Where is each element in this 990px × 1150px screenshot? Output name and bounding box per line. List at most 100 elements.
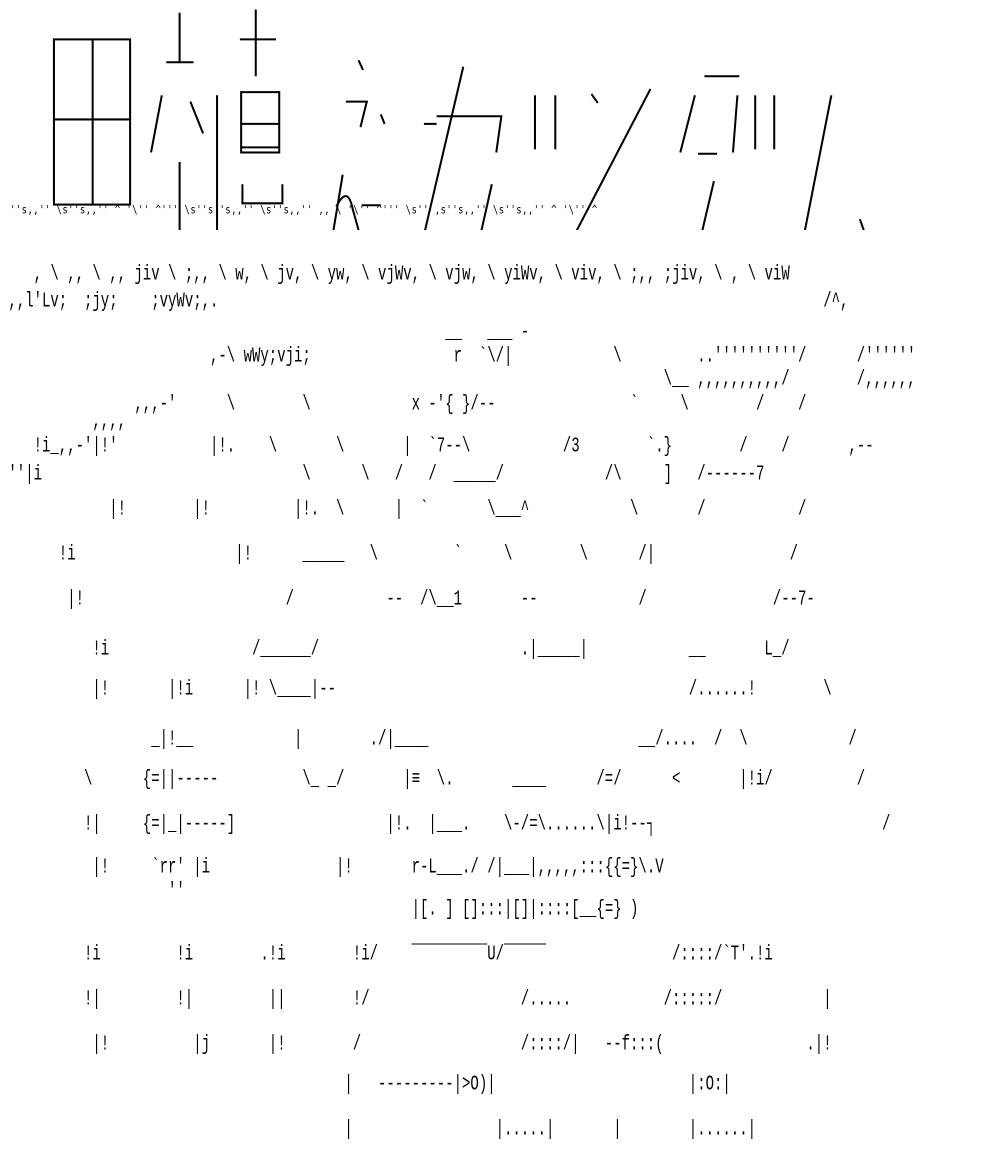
art-line-segment: '': [168, 880, 185, 904]
art-line-segment: /: [739, 435, 748, 459]
art-line-segment: !i_,,-'|!': [33, 435, 118, 459]
art-line-segment: /\: [604, 463, 622, 487]
art-line-segment: .|!: [806, 1033, 832, 1057]
art-line-segment: !|: [176, 988, 194, 1012]
art-line-segment: , \ ,, \ ,, jiv \ ;,, \ w, \ jv, \ yw, \…: [33, 263, 790, 287]
art-line-segment: |!: [243, 678, 261, 702]
art-line-segment: |!.: [294, 498, 320, 522]
art-line-segment: |!: [67, 588, 84, 612]
art-line-segment: \__ ,,,,,,,,,,/: [663, 368, 790, 392]
art-line-segment: .|_____|: [520, 638, 589, 662]
art-line-segment: /: [756, 393, 765, 417]
art-line-segment: |: [344, 1073, 353, 1097]
wave-divider: ''s,,'' \s''s,,'' ^ '\'' ^''' \s''s''s,,…: [10, 204, 598, 218]
art-line-segment: |[. ] []:::|[]|::::[__{=} ): [411, 898, 639, 922]
art-line-segment: /.....: [520, 988, 572, 1012]
art-line-segment: /......!: [688, 678, 757, 702]
art-line-segment: !i: [92, 638, 110, 662]
art-line-segment: \: [504, 543, 513, 567]
art-line-segment: /:::::/: [663, 988, 723, 1012]
art-line-segment: ,,,-': [134, 393, 177, 417]
art-line-segment: !|: [84, 988, 101, 1012]
art-line-segment: |!i/: [739, 768, 773, 792]
art-line-segment: |......|: [688, 1118, 757, 1142]
art-line-segment: \: [613, 345, 622, 369]
art-line-segment: |: [294, 728, 303, 752]
art-line-segment: ||: [268, 988, 286, 1012]
art-line-segment: ''|i: [8, 463, 42, 487]
art-line-segment: .!i: [260, 943, 286, 967]
art-line-segment: ‾‾‾‾‾‾‾‾‾U/‾‾‾‾‾: [411, 943, 547, 967]
art-line-segment: |!: [336, 856, 353, 880]
art-line-segment: !i: [84, 943, 101, 967]
art-line-segment: --: [520, 588, 538, 612]
art-line-segment: /: [848, 728, 857, 752]
art-line-segment: |!: [92, 856, 110, 880]
art-line-segment: |: [403, 435, 412, 459]
art-line-segment: |!.: [210, 435, 236, 459]
art-line-segment: x -'{ }/--: [411, 393, 496, 417]
art-line-segment: /: [789, 543, 798, 567]
art-line-segment: |≡ \.: [403, 768, 454, 792]
art-line-segment: /: [781, 435, 790, 459]
art-line-segment: /: [882, 813, 891, 837]
art-line-segment: _____/: [453, 463, 505, 487]
art-line-segment: |!i: [168, 678, 194, 702]
art-line-segment: __: [688, 638, 706, 662]
art-line-segment: _|!__: [151, 728, 194, 752]
art-line-segment: r `\/|: [453, 345, 513, 369]
art-line-segment: |!: [193, 498, 210, 522]
art-line-segment: |!: [235, 543, 252, 567]
art-line-segment: /--7-: [772, 588, 815, 612]
art-line-segment: /: [697, 498, 706, 522]
art-line-segment: `: [630, 393, 639, 417]
art-line-segment: / \: [714, 728, 748, 752]
art-line-segment: ,,,,: [92, 410, 126, 434]
art-line-segment: |___.: [428, 813, 471, 837]
art-line-segment: /'''''': [856, 345, 916, 369]
art-line-segment: --f:::(: [604, 1033, 664, 1057]
art-line-segment: !i: [176, 943, 194, 967]
art-line-segment: |!: [268, 1033, 286, 1057]
art-line-segment: `7--\: [428, 435, 471, 459]
art-line-segment: /------7: [697, 463, 765, 487]
art-line-segment: \: [579, 543, 588, 567]
art-line-segment: !|: [84, 813, 101, 837]
art-line-segment: \: [823, 678, 832, 702]
art-line-segment: /|: [638, 543, 656, 567]
art-line-segment: /,,,,,,: [856, 368, 916, 392]
art-line-segment: {=||-----: [142, 768, 219, 792]
art-line-segment: \___^: [487, 498, 530, 522]
art-line-segment: !/: [352, 988, 370, 1012]
art-line-segment: |: [823, 988, 832, 1012]
art-line-segment: \: [336, 435, 345, 459]
art-line-segment: __ ___ -: [445, 321, 530, 345]
art-line-segment: /: [856, 768, 866, 792]
art-line-segment: `.}: [646, 435, 673, 459]
art-line-segment: /^,: [823, 290, 849, 314]
art-line-segment: /: [638, 588, 647, 612]
art-line-segment: ,,l'Lv; ;jy; ;vyWv;,.: [8, 290, 219, 314]
art-line-segment: |!: [92, 1033, 110, 1057]
art-line-segment: \: [680, 393, 689, 417]
art-line-segment: ..''''''''''/: [697, 345, 807, 369]
art-line-segment: |: [394, 498, 404, 522]
art-line-segment: --: [386, 588, 404, 612]
art-line-segment: /______/: [252, 638, 320, 662]
art-line-segment: /: [798, 498, 807, 522]
art-line-segment: /: [394, 463, 404, 487]
art-line-segment: \: [336, 498, 345, 522]
art-line-segment: `rr' |i: [151, 856, 210, 880]
art-line-segment: _____: [302, 543, 345, 567]
art-line-segment: \-/=\......\|i!--┐: [504, 813, 656, 837]
art-line-segment: r-L___./ /|___|,,,,,:::{{=}\.V: [411, 856, 664, 880]
art-line-segment: /3: [562, 435, 580, 459]
art-line-segment: \: [226, 393, 236, 417]
art-line-segment: \_ _/: [302, 768, 345, 792]
art-line-segment: |.....|: [495, 1118, 555, 1142]
art-line-segment: ,--: [848, 435, 874, 459]
art-line-segment: ]: [663, 463, 672, 487]
art-line-segment: ---------|>O)|: [378, 1073, 496, 1097]
art-line-segment: !i/: [352, 943, 379, 967]
